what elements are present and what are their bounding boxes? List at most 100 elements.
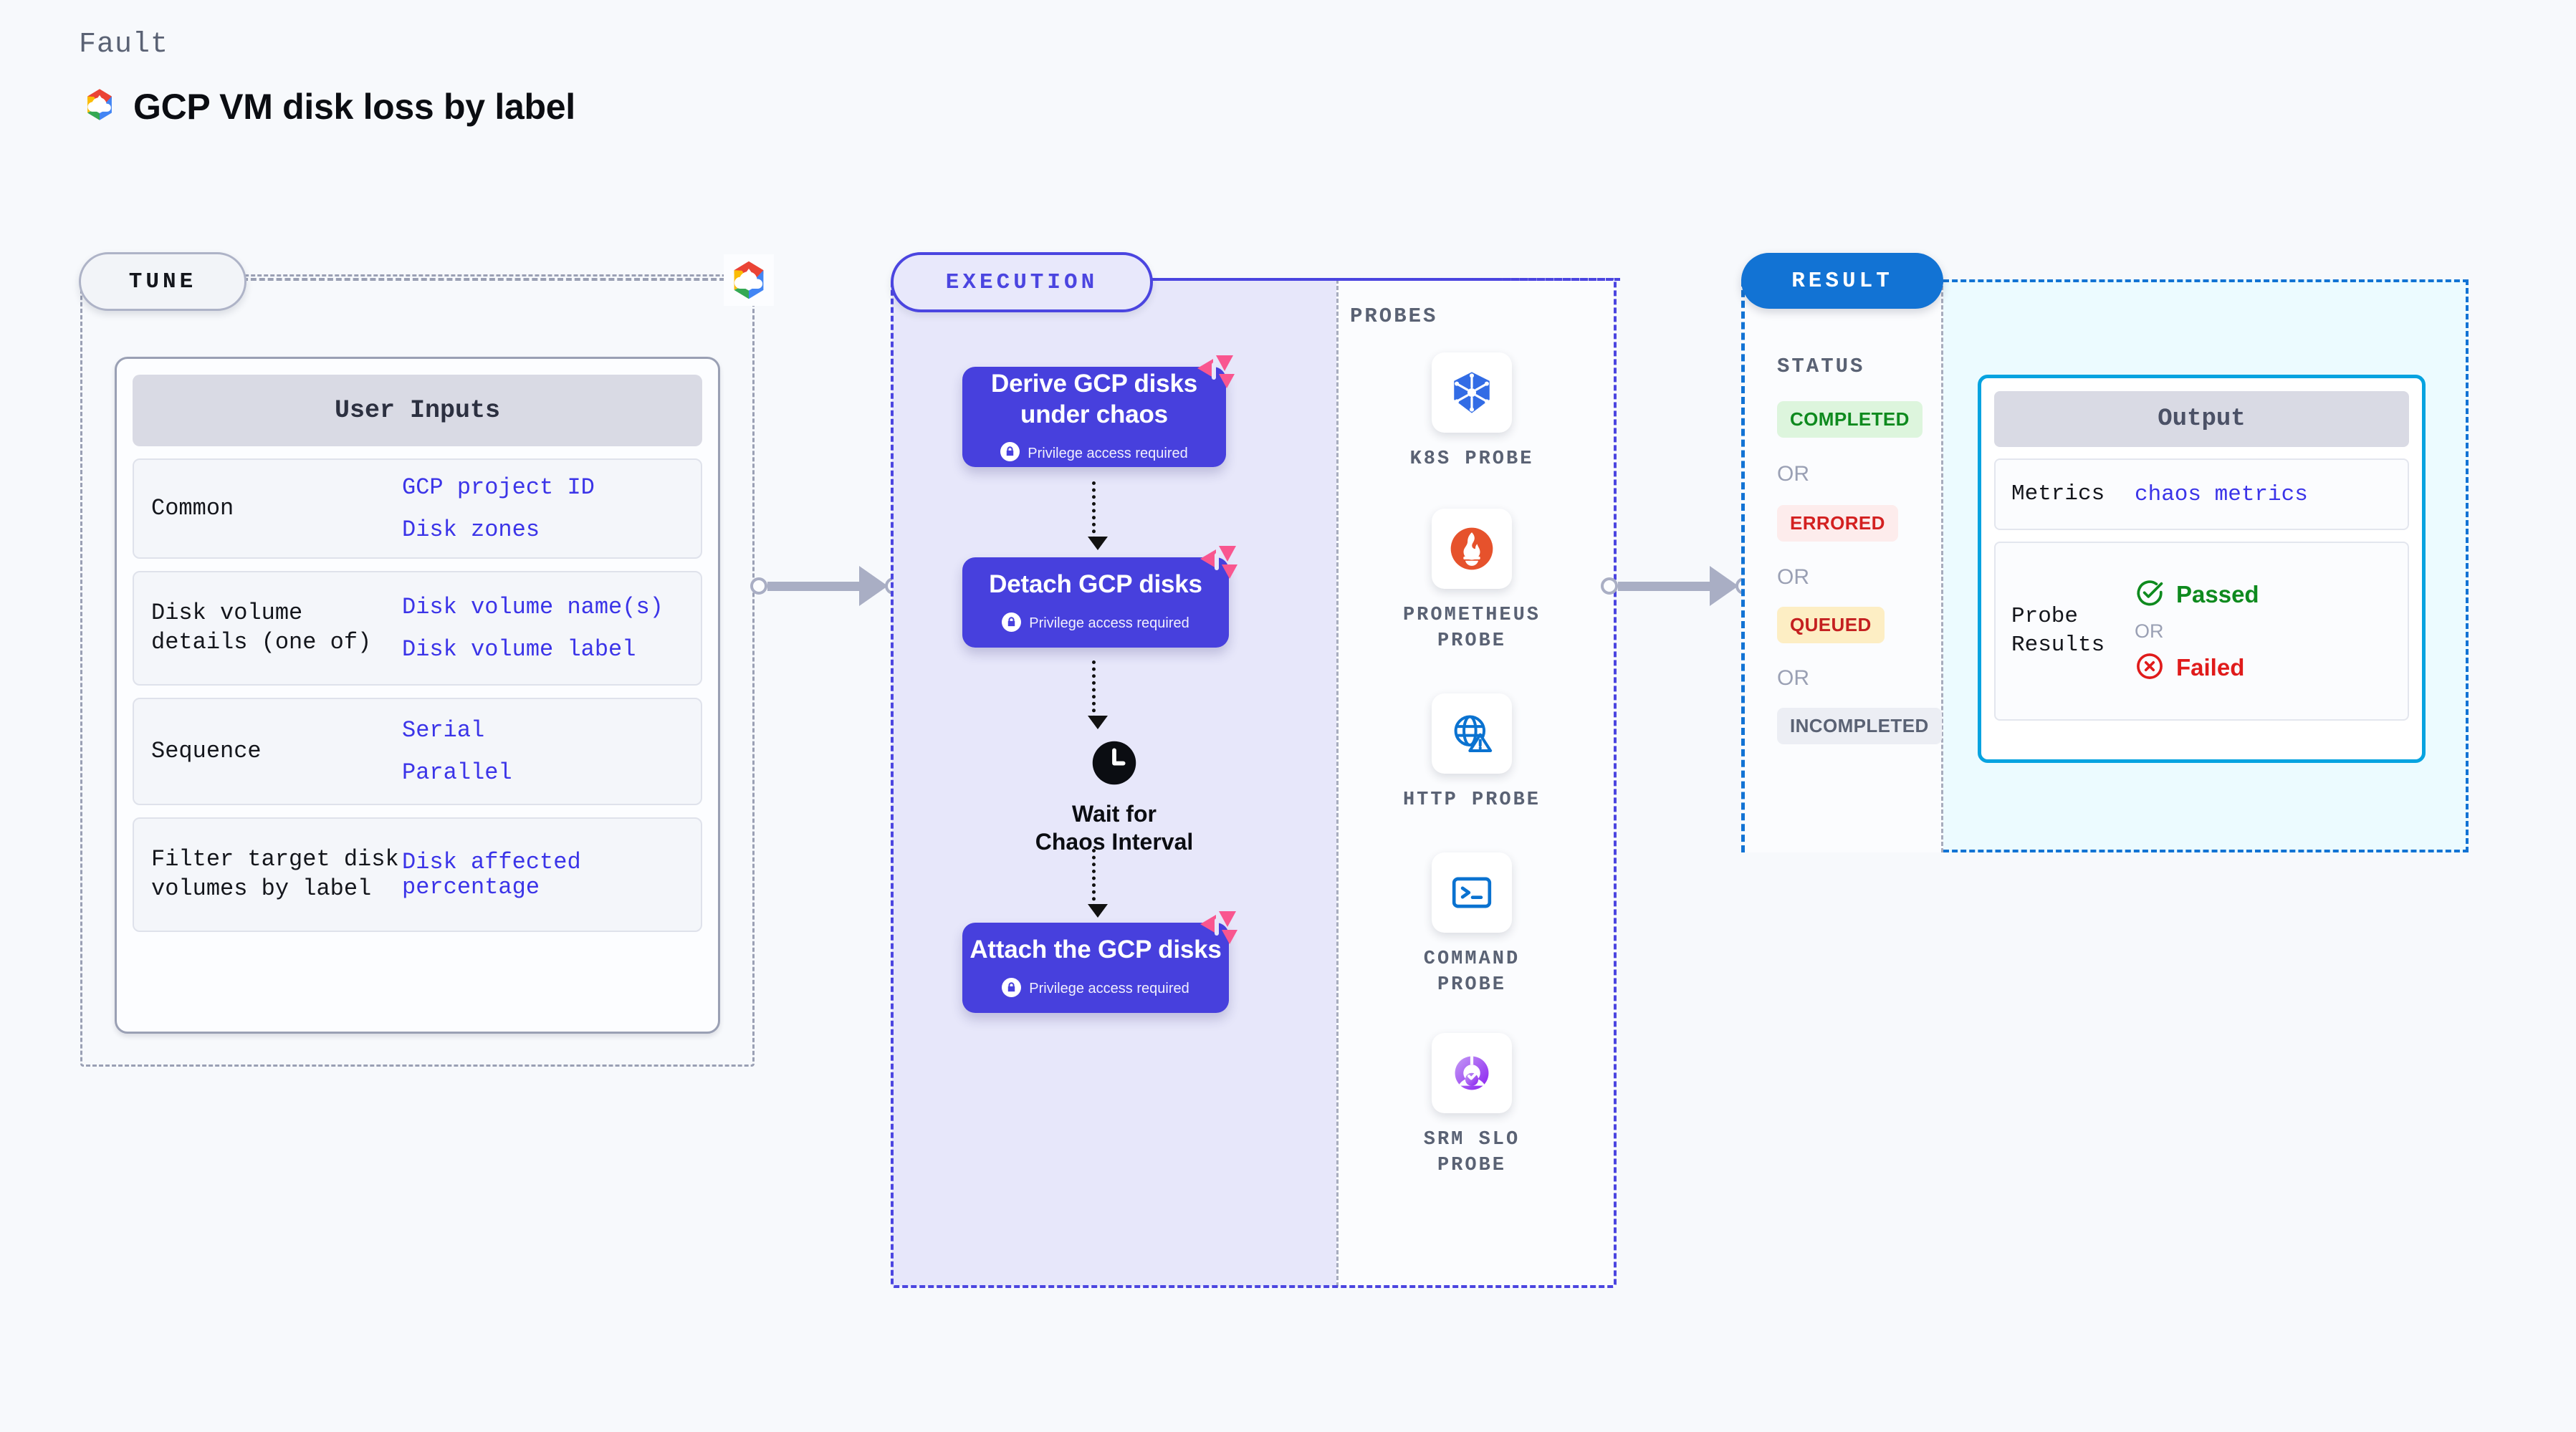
execution-step-card[interactable]: Attach the GCP disks Privilege access re… bbox=[962, 911, 1237, 1013]
privilege-row: Privilege access required bbox=[1002, 612, 1189, 635]
http-globe-warning-icon bbox=[1432, 693, 1512, 774]
result-badge[interactable]: RESULT bbox=[1741, 253, 1943, 309]
tune-panel bbox=[80, 274, 755, 1067]
input-row-label: Filter target disk volumes by label bbox=[151, 846, 399, 902]
input-row[interactable]: Filter target disk volumes by label Disk… bbox=[133, 817, 702, 932]
title-row: GCP VM disk loss by label bbox=[79, 84, 575, 129]
privilege-row: Privilege access required bbox=[1002, 977, 1189, 1001]
connector-arrowhead bbox=[1710, 566, 1738, 606]
srm-slo-icon bbox=[1432, 1033, 1512, 1113]
input-row-values: Disk affected percentage bbox=[402, 850, 684, 900]
probe-result-passed-text: Passed bbox=[2176, 581, 2259, 607]
connector-arrowhead bbox=[859, 566, 888, 606]
wait-node: Wait for Chaos Interval bbox=[1034, 739, 1194, 856]
input-row[interactable]: Sequence Serial Parallel bbox=[133, 698, 702, 805]
connector-line bbox=[1618, 581, 1710, 591]
input-value[interactable]: Disk affected percentage bbox=[402, 848, 581, 900]
input-row-label: Disk volume details (one of) bbox=[151, 600, 372, 655]
execution-step-title: Derive GCP disks under chaos bbox=[991, 369, 1197, 428]
status-badge-incompleted: INCOMPLETED bbox=[1777, 708, 1942, 744]
probe-result-passed: Passed bbox=[2135, 578, 2259, 612]
execution-step-title: Attach the GCP disks bbox=[969, 936, 1222, 964]
execution-step-card[interactable]: Derive GCP disks under chaos Privilege a… bbox=[962, 355, 1235, 467]
input-row-values: Serial Parallel bbox=[402, 716, 512, 786]
input-row[interactable]: Common GCP project ID Disk zones bbox=[133, 458, 702, 559]
tune-badge[interactable]: TUNE bbox=[79, 252, 246, 311]
privilege-text: Privilege access required bbox=[1029, 981, 1189, 997]
user-inputs-title: User Inputs bbox=[133, 375, 702, 446]
flow-arrow bbox=[1088, 849, 1108, 918]
probe-item-prometheus[interactable]: PROMETHEUS PROBE bbox=[1393, 509, 1551, 655]
input-row[interactable]: Disk volume details (one of) Disk volume… bbox=[133, 571, 702, 686]
input-value[interactable]: GCP project ID bbox=[402, 474, 595, 501]
lock-icon bbox=[1002, 612, 1022, 635]
output-card: Output Metrics chaos metrics Probe Resul… bbox=[1978, 375, 2426, 763]
metrics-value[interactable]: chaos metrics bbox=[2135, 481, 2308, 507]
result-status-column bbox=[1741, 279, 1943, 852]
probe-label: SRM SLO PROBE bbox=[1423, 1129, 1521, 1177]
litmus-logo-icon bbox=[1194, 352, 1236, 390]
probes-section-label: PROBES bbox=[1350, 304, 1438, 328]
execution-step-card[interactable]: Detach GCP disks Privilege access requir… bbox=[962, 546, 1237, 648]
input-row-label: Sequence bbox=[151, 737, 262, 764]
connector-tune-to-execution bbox=[750, 566, 902, 606]
user-inputs-card: User Inputs Common GCP project ID Disk z… bbox=[115, 357, 720, 1034]
flow-arrow bbox=[1088, 481, 1108, 550]
input-row-label: Common bbox=[151, 494, 234, 522]
output-row-metrics[interactable]: Metrics chaos metrics bbox=[1994, 458, 2409, 530]
lock-icon bbox=[1000, 442, 1020, 465]
execution-badge[interactable]: EXECUTION bbox=[891, 252, 1153, 312]
privilege-text: Privilege access required bbox=[1029, 615, 1189, 632]
privilege-row: Privilege access required bbox=[1000, 442, 1188, 465]
fault-label: Fault bbox=[79, 29, 169, 61]
probe-item-http[interactable]: HTTP PROBE bbox=[1393, 693, 1551, 813]
tune-dashed-connector bbox=[242, 278, 725, 281]
connector-line bbox=[767, 581, 859, 591]
page-header: Fault GCP VM disk loss by label bbox=[79, 29, 575, 129]
probe-label: HTTP PROBE bbox=[1402, 789, 1541, 811]
status-badge-queued: QUEUED bbox=[1777, 607, 1885, 643]
probe-result-failed: Failed bbox=[2135, 651, 2259, 685]
output-title: Output bbox=[1994, 391, 2409, 447]
or-text: OR bbox=[1777, 462, 1809, 486]
gcp-logo-icon bbox=[724, 254, 774, 306]
output-row-probe-results: Probe Results Passed OR bbox=[1994, 542, 2409, 721]
probe-label: K8S PROBE bbox=[1409, 448, 1534, 470]
status-badge-errored: ERRORED bbox=[1777, 505, 1898, 542]
probe-results-label: Probe Results bbox=[2011, 603, 2105, 658]
input-row-values: GCP project ID Disk zones bbox=[402, 474, 595, 543]
input-value[interactable]: Serial bbox=[402, 716, 485, 744]
gcp-logo-icon bbox=[79, 84, 120, 129]
lock-icon bbox=[1002, 977, 1022, 1001]
input-value[interactable]: Disk volume label bbox=[402, 636, 636, 663]
connector-execution-to-result bbox=[1601, 566, 1753, 606]
litmus-logo-icon bbox=[1197, 543, 1239, 580]
probe-item-srm-slo[interactable]: SRM SLO PROBE bbox=[1393, 1033, 1551, 1179]
probe-label: PROMETHEUS PROBE bbox=[1402, 605, 1541, 653]
prometheus-icon bbox=[1432, 509, 1512, 589]
execution-step-title: Detach GCP disks bbox=[989, 570, 1202, 599]
execution-dashed-connector bbox=[1147, 278, 1620, 281]
input-value[interactable]: Disk volume name(s) bbox=[402, 593, 664, 620]
input-row-values: Disk volume name(s) Disk volume label bbox=[402, 593, 664, 663]
check-circle-icon bbox=[2135, 578, 2165, 612]
probe-label: COMMAND PROBE bbox=[1423, 948, 1521, 996]
or-text: OR bbox=[1777, 565, 1809, 589]
status-badge-completed: COMPLETED bbox=[1777, 401, 1923, 438]
input-value[interactable]: Parallel bbox=[402, 759, 512, 786]
x-circle-icon bbox=[2135, 651, 2165, 685]
wait-label: Wait for Chaos Interval bbox=[1035, 801, 1194, 855]
privilege-text: Privilege access required bbox=[1028, 445, 1188, 461]
probe-result-or: OR bbox=[2135, 620, 2164, 642]
kubernetes-icon bbox=[1432, 352, 1512, 433]
connector-start-dot bbox=[1601, 577, 1618, 595]
metrics-label: Metrics bbox=[2011, 481, 2105, 506]
probes-column bbox=[1336, 279, 1615, 1287]
connector-start-dot bbox=[750, 577, 767, 595]
probe-item-k8s[interactable]: K8S PROBE bbox=[1393, 352, 1551, 472]
input-value[interactable]: Disk zones bbox=[402, 516, 540, 543]
litmus-logo-icon bbox=[1197, 908, 1239, 946]
probe-result-failed-text: Failed bbox=[2176, 654, 2245, 681]
clock-icon bbox=[1091, 741, 1138, 789]
probe-item-command[interactable]: COMMAND PROBE bbox=[1393, 852, 1551, 999]
